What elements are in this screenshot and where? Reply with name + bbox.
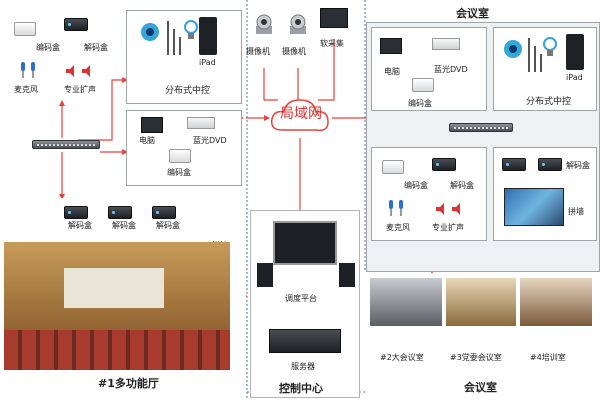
lan-cloud-icon: [270, 99, 329, 132]
computer-icon[interactable]: [141, 117, 163, 133]
hall-1-title: #1多功能厅: [98, 377, 159, 390]
lighting-bars-icon: [528, 38, 542, 72]
decoder-label: 解码盒: [156, 221, 180, 230]
camera-icon: [290, 14, 306, 34]
decoder-box[interactable]: [152, 206, 176, 219]
camera-icon: [256, 14, 272, 34]
bluray-dvd-icon[interactable]: [187, 117, 215, 129]
microphone-icon: [21, 62, 35, 78]
server-icon[interactable]: [269, 329, 341, 353]
soft-capture-label: 软采集: [320, 39, 344, 48]
room-2-label: #2大会议室: [380, 353, 424, 362]
decoder-box[interactable]: [432, 158, 456, 171]
computer-label: 电脑: [139, 136, 155, 145]
bluray-dvd-icon[interactable]: [432, 38, 460, 50]
bluray-dvd-label: 蓝光DVD: [193, 136, 227, 145]
meeting-source-panel: 电脑 蓝光DVD 编码盒: [371, 27, 487, 111]
link-camera1-lan: [263, 68, 278, 101]
meeting-rooms-section: #2大会议室 #3党委会议室 #4培训室 会议室: [366, 274, 600, 398]
encoder-box[interactable]: [169, 149, 191, 163]
network-switch-right[interactable]: [449, 123, 513, 132]
dispatch-monitor-icon[interactable]: [273, 221, 337, 265]
splice-wall-label: 拼墙: [568, 207, 584, 216]
hall-1-photo: [4, 242, 230, 370]
laptop-icon[interactable]: [320, 8, 348, 28]
encoder-label: 编码盒: [408, 99, 432, 108]
encoder-box[interactable]: [412, 78, 434, 92]
speaker-icon: [66, 65, 90, 77]
decoder-box[interactable]: [64, 206, 88, 219]
control-center-panel: 调度平台 服务器 控制中心: [250, 210, 360, 398]
source-panel-left: 电脑 蓝光DVD 编码盒: [126, 110, 242, 186]
room-3-photo: [446, 278, 516, 326]
meeting-room-title-top: 会议室: [456, 7, 489, 20]
control-panel-icon[interactable]: [339, 263, 355, 287]
bluray-dvd-label: 蓝光DVD: [434, 65, 468, 74]
encoder-label: 编码盒: [167, 168, 191, 177]
encoder-box[interactable]: [382, 160, 404, 174]
ipad-icon[interactable]: [199, 17, 217, 55]
distributed-control-label: 分布式中控: [526, 97, 572, 107]
room-2-photo: [370, 278, 442, 326]
camera-dome-icon: [504, 40, 522, 58]
lighting-bars-icon: [167, 21, 181, 55]
microphone-label: 麦克风: [386, 223, 410, 232]
decoder-label: 解码盒: [68, 221, 92, 230]
camera-dome-icon: [141, 23, 159, 41]
decoder-label: 解码盒: [450, 181, 474, 190]
microphone-label: 麦克风: [14, 85, 38, 94]
splice-wall-display: [504, 188, 564, 226]
hall-1-section: 解码盒 解码盒 解码盒 拼墙 #1多功能厅: [0, 198, 246, 398]
encoder-label: 编码盒: [36, 43, 60, 52]
camera-label: 摄像机: [282, 47, 306, 56]
computer-icon[interactable]: [380, 38, 402, 54]
microphone-icon: [389, 200, 403, 216]
distributed-control-panel-left: iPad 分布式中控: [126, 10, 242, 104]
meeting-room-panel: 电脑 蓝光DVD 编码盒 iPad 分布式中控 编码盒 解码盒 麦克风: [366, 22, 600, 272]
control-center-title: 控制中心: [279, 382, 323, 395]
seating-rows: [4, 330, 230, 370]
decoder-label: 解码盒: [566, 161, 590, 170]
decoder-box[interactable]: [502, 158, 526, 171]
room-4-label: #4培训室: [530, 353, 566, 362]
room-4-photo: [520, 278, 592, 326]
ipad-label: iPad: [199, 58, 216, 67]
projection-screen: [64, 268, 164, 308]
meeting-display-panel: 解码盒 拼墙: [493, 147, 597, 241]
decoder-box[interactable]: [108, 206, 132, 219]
meeting-control-panel: iPad 分布式中控: [493, 27, 597, 111]
meeting-room-title-bottom: 会议室: [464, 381, 497, 394]
decoder-box[interactable]: [538, 158, 562, 171]
dispatch-platform-label: 调度平台: [285, 294, 317, 303]
network-switch-left[interactable]: [32, 140, 100, 149]
lan-label: 局域网: [280, 106, 322, 122]
distributed-control-label: 分布式中控: [165, 86, 211, 96]
encoder-box[interactable]: [14, 22, 36, 36]
decoder-label: 解码盒: [112, 221, 136, 230]
server-label: 服务器: [291, 362, 315, 371]
decoder-box[interactable]: [64, 18, 88, 31]
camera-label: 摄像机: [246, 47, 270, 56]
room-3-label: #3党委会议室: [450, 353, 502, 362]
computer-label: 电脑: [384, 67, 400, 76]
bulb-icon: [543, 37, 557, 56]
ipad-icon[interactable]: [566, 34, 584, 70]
speaker-label: 专业扩声: [64, 85, 96, 94]
link-softcap-lan: [318, 40, 335, 101]
decoder-label: 解码盒: [84, 43, 108, 52]
meeting-audio-panel: 编码盒 解码盒 麦克风 专业扩声: [371, 147, 487, 241]
speaker-icon: [436, 203, 460, 215]
bulb-icon: [184, 20, 198, 39]
speaker-label: 专业扩声: [432, 223, 464, 232]
control-panel-icon[interactable]: [257, 263, 273, 287]
ipad-label: iPad: [566, 73, 583, 82]
encoder-label: 编码盒: [404, 181, 428, 190]
